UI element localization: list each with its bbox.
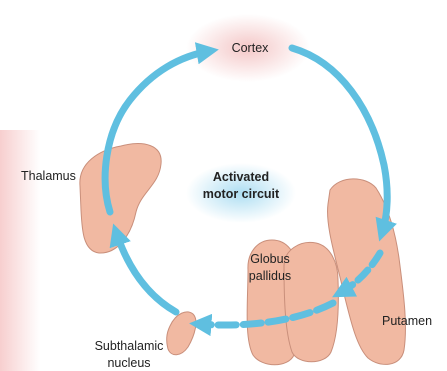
left-edge-glow — [0, 130, 40, 371]
cortex-label: Cortex — [232, 41, 270, 55]
globus-pallidus-label-line1: Globus — [250, 252, 290, 266]
center-label-line2: motor circuit — [203, 187, 280, 201]
subthalamic-nucleus-structure — [167, 312, 196, 355]
center-label-line1: Activated — [213, 170, 269, 184]
thalamus-label: Thalamus — [21, 169, 76, 183]
arrow-subthalamic-nucleus-to-thalamus — [116, 232, 176, 312]
subthalamic-nucleus-label-line2: nucleus — [107, 356, 150, 370]
globus-pallidus-label-line2: pallidus — [249, 269, 291, 283]
putamen-label: Putamen — [382, 314, 432, 328]
subthalamic-nucleus-label-line1: Subthalamic — [95, 339, 164, 353]
